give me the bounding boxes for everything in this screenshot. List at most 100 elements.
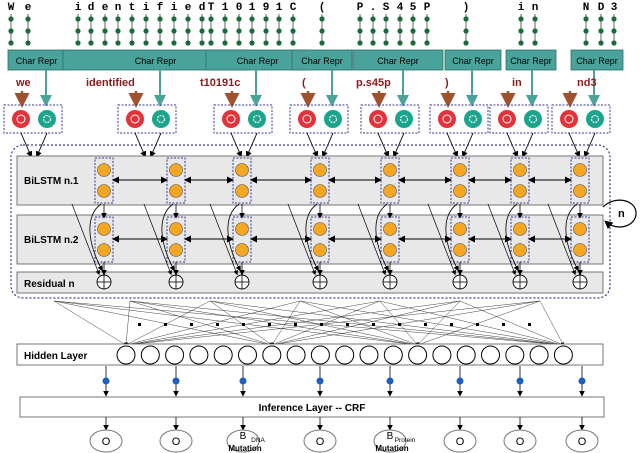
char-node [249,28,255,34]
inference-layer-label: Inference Layer -- CRF [259,403,366,414]
char-node [532,16,538,22]
lstm1-cell [313,184,327,198]
gear-icon [252,114,262,124]
char-node [115,16,121,22]
char-node [143,40,149,46]
output-label-node [503,429,537,453]
output-label: O [516,436,525,448]
output-label: O [102,436,111,448]
word-embedding-icon [222,110,240,128]
input-char: S [383,2,390,14]
char-node [143,28,149,34]
char-node [611,16,617,22]
blue-node [578,377,586,385]
lstm1-cell [383,163,397,177]
input-char: d [88,2,95,14]
input-char: i [171,2,178,14]
embedding-box [213,104,273,134]
word-embedding-icon [560,110,578,128]
lstm2-cell [383,243,397,257]
input-char: i [143,2,150,14]
hidden-neuron [553,345,573,365]
input-char: f [157,2,164,14]
char-node [598,16,604,22]
char-repr-label: Char Repr [237,56,279,66]
blue-node [386,377,394,385]
char-node [102,40,108,46]
residual-nodes [96,274,588,290]
mesh-edge [299,300,419,346]
embedding-box [117,104,177,134]
char-node [102,28,108,34]
char-node [185,16,191,22]
ellipsis-dot [294,323,297,326]
hidden-neuron [189,345,209,365]
output-label-sub: DNA [251,437,265,444]
lstm2-cell [97,222,111,236]
hidden-neuron [213,345,233,365]
hidden-neuron [359,345,379,365]
skip-arrow [505,203,519,272]
skip-arrow [89,203,103,272]
char-node [518,40,524,46]
lstm2-cell [383,222,397,236]
char-repr-label: Char Repr [452,56,494,66]
embedding-box [360,104,420,134]
token-label: we [15,77,31,89]
output-label: O [456,436,465,448]
char-node [410,28,416,34]
char-node [611,40,617,46]
char-node [8,28,14,34]
input-char: e [102,2,109,14]
char-node [319,40,325,46]
skip-arrow [375,203,389,272]
char-node [583,16,589,22]
char-node [25,16,31,22]
char-node [383,16,389,22]
char-repr-label: Char Repr [576,56,618,66]
char-node [171,40,177,46]
char-repr-box [291,49,353,71]
char-node [611,28,617,34]
output-label: B [240,431,247,442]
gear-icon [42,114,52,124]
input-char: T [208,2,215,14]
char-node [424,16,430,22]
embedding-box [551,104,611,134]
lstm2-cell [453,243,467,257]
bilstm2-label: BiLSTM n.2 [24,235,79,246]
input-char: ) [463,2,470,14]
blue-node [239,377,247,385]
input-char: D [598,2,605,14]
residual-label: Residual n [24,279,75,290]
mesh-edge [539,300,564,346]
char-node [185,28,191,34]
fingerprint-icon [373,114,383,124]
gear-icon [590,114,600,124]
char-node [88,40,94,46]
input-char: 9 [263,2,270,14]
char-node [157,40,163,46]
char-node [410,40,416,46]
word-embedding-icon [126,110,144,128]
token-label: nd3 [577,77,597,89]
lstm2-cell [573,222,587,236]
char-node [88,16,94,22]
blue-node [102,377,110,385]
char-node [276,16,282,22]
char-node [463,16,469,22]
mesh-edge [125,300,541,347]
char-node [276,40,282,46]
lstm1-cell-box [570,157,590,204]
ellipsis-dot [528,323,531,326]
token-label: ( [302,77,306,89]
blue-node [316,377,324,385]
char-node [185,40,191,46]
token-label: in [512,77,522,89]
char-repr-box [352,49,444,71]
input-char: P [424,2,431,14]
mesh-edge [129,300,419,347]
